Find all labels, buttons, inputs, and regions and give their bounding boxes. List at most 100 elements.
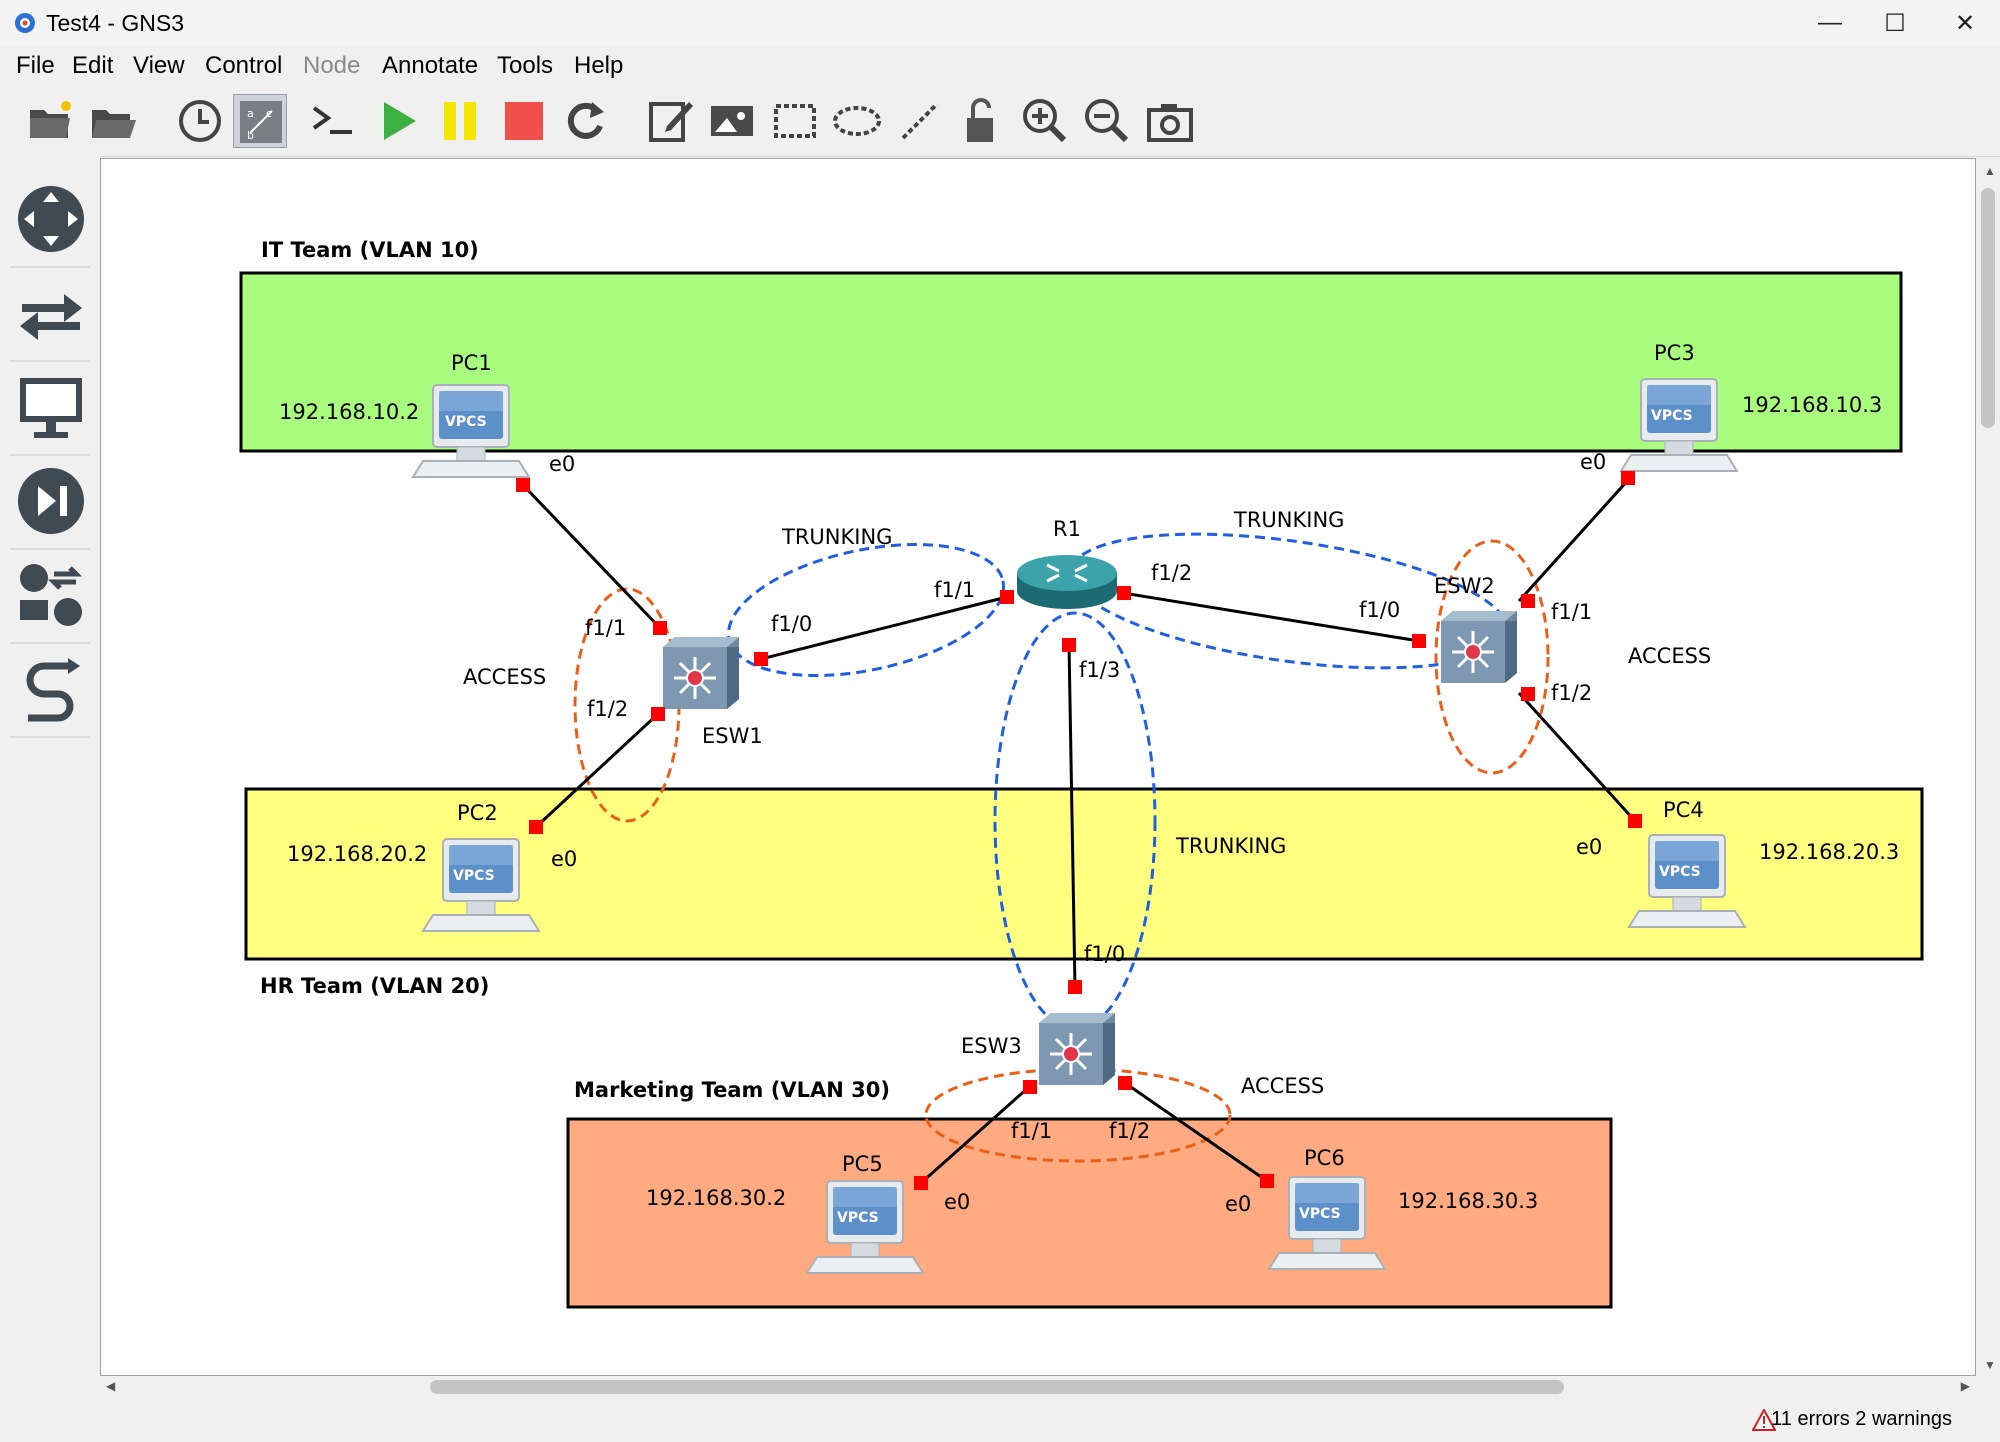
menu-edit[interactable]: Edit xyxy=(72,52,114,79)
minimize-icon: — xyxy=(1818,9,1842,36)
topology-canvas[interactable]: IT Team (VLAN 10) HR Team (VLAN 20) Mark… xyxy=(100,158,1976,1376)
new-project-icon[interactable] xyxy=(24,94,78,148)
node-pc2[interactable]: VPCS xyxy=(422,838,540,932)
zoom-out-icon[interactable] xyxy=(1080,94,1134,148)
start-all-icon[interactable] xyxy=(372,94,426,148)
port-pc6-e0[interactable] xyxy=(1260,1174,1274,1188)
menu-help[interactable]: Help xyxy=(574,52,624,79)
port-label-esw2-f1-0: f1/0 xyxy=(1359,598,1400,622)
link-pc1-esw1[interactable] xyxy=(521,483,663,631)
draw-ellipse-icon[interactable] xyxy=(830,94,884,148)
scroll-up-icon[interactable]: ▲ xyxy=(1984,164,1996,178)
port-pc5-e0[interactable] xyxy=(914,1176,928,1190)
node-esw3[interactable] xyxy=(1037,1011,1117,1087)
scroll-right-icon[interactable]: ▶ xyxy=(1960,1379,1970,1393)
snapshot-clock-icon[interactable] xyxy=(173,94,227,148)
vertical-scroll-thumb[interactable] xyxy=(1981,188,1995,428)
node-r1[interactable] xyxy=(1015,553,1119,611)
port-pc2-e0[interactable] xyxy=(529,820,543,834)
show-interface-labels-icon[interactable]: acb xyxy=(233,94,287,148)
maximize-button[interactable]: ☐ xyxy=(1860,0,1930,46)
port-esw1-f1-0[interactable] xyxy=(754,652,768,666)
node-esw2[interactable] xyxy=(1439,609,1519,685)
menu-node[interactable]: Node xyxy=(303,52,361,79)
port-esw1-f1-2[interactable] xyxy=(651,707,665,721)
menu-view[interactable]: View xyxy=(133,52,185,79)
suspend-all-icon[interactable] xyxy=(434,94,488,148)
port-r1-f1-3[interactable] xyxy=(1062,638,1076,652)
node-pc1[interactable]: VPCS xyxy=(412,384,530,478)
link-r1-esw2[interactable] xyxy=(1122,591,1420,643)
browse-switches-icon[interactable] xyxy=(14,276,88,350)
port-esw3-f1-0[interactable] xyxy=(1068,980,1082,994)
browse-all-devices-icon[interactable] xyxy=(14,558,88,632)
link-esw2-pc4[interactable] xyxy=(1517,691,1637,823)
ip-label-pc2: 192.168.20.2 xyxy=(287,842,427,866)
node-esw1[interactable] xyxy=(661,635,741,711)
zoom-in-icon[interactable] xyxy=(1018,94,1072,148)
link-pc3-esw2[interactable] xyxy=(1517,477,1631,603)
port-esw2-f1-0[interactable] xyxy=(1412,634,1426,648)
port-esw3-f1-2[interactable] xyxy=(1118,1076,1132,1090)
browse-end-devices-icon[interactable] xyxy=(14,370,88,444)
horizontal-scrollbar[interactable]: ◀ ▶ xyxy=(100,1376,1976,1398)
node-pc4[interactable]: VPCS xyxy=(1628,834,1746,928)
menu-tools[interactable]: Tools xyxy=(497,52,554,79)
port-esw2-f1-2[interactable] xyxy=(1521,687,1535,701)
title-bar: Test4 - GNS3 — ☐ ✕ xyxy=(0,0,2000,46)
warning-icon[interactable] xyxy=(1752,1409,1776,1431)
port-esw2-f1-1[interactable] xyxy=(1521,594,1535,608)
link-pc2-esw1[interactable] xyxy=(534,711,661,829)
port-r1-f1-2[interactable] xyxy=(1117,586,1131,600)
stop-all-icon[interactable] xyxy=(497,94,551,148)
insert-image-icon[interactable] xyxy=(705,94,759,148)
port-pc1-e0[interactable] xyxy=(516,478,530,492)
close-button[interactable]: ✕ xyxy=(1930,0,2000,46)
port-esw3-f1-1[interactable] xyxy=(1023,1080,1037,1094)
open-project-icon[interactable] xyxy=(86,94,140,148)
add-note-icon[interactable] xyxy=(643,94,697,148)
lock-unlock-icon[interactable] xyxy=(955,94,1009,148)
scroll-down-icon[interactable]: ▼ xyxy=(1984,1358,1996,1372)
draw-line-icon[interactable] xyxy=(893,94,947,148)
node-pc3[interactable]: VPCS xyxy=(1620,378,1738,472)
dock-separator xyxy=(10,736,90,738)
link-r1-esw3[interactable] xyxy=(1067,644,1077,988)
port-pc3-e0[interactable] xyxy=(1621,471,1635,485)
node-pc6[interactable]: VPCS xyxy=(1268,1176,1386,1270)
menu-file[interactable]: File xyxy=(16,52,55,79)
horizontal-scroll-thumb[interactable] xyxy=(430,1380,1564,1394)
zone-marketing-team[interactable] xyxy=(566,1117,1613,1309)
draw-rectangle-icon[interactable] xyxy=(768,94,822,148)
link-esw3-pc5[interactable] xyxy=(920,1085,1030,1185)
menu-control[interactable]: Control xyxy=(205,52,283,79)
status-errors-warnings[interactable]: 11 errors 2 warnings xyxy=(1771,1408,1952,1430)
zone-it-label: IT Team (VLAN 10) xyxy=(261,238,479,262)
browse-routers-icon[interactable] xyxy=(14,182,88,256)
device-dock xyxy=(0,156,100,1406)
zone-it-team[interactable] xyxy=(239,271,1903,453)
ip-label-pc1: 192.168.10.2 xyxy=(279,400,419,424)
add-link-icon[interactable] xyxy=(14,652,88,726)
node-pc5[interactable]: VPCS xyxy=(806,1180,924,1274)
link-esw1-r1[interactable] xyxy=(760,595,1008,661)
link-esw3-pc6[interactable] xyxy=(1124,1081,1268,1183)
port-label-esw3-f1-1: f1/1 xyxy=(1011,1119,1052,1143)
zone-marketing-label: Marketing Team (VLAN 30) xyxy=(574,1078,890,1102)
dock-separator xyxy=(10,642,90,644)
port-r1-f1-1[interactable] xyxy=(1000,590,1014,604)
topology-svg[interactable]: IT Team (VLAN 10) HR Team (VLAN 20) Mark… xyxy=(101,159,1975,1375)
port-label-pc6-e0: e0 xyxy=(1225,1192,1251,1216)
port-label-r1-f1-1: f1/1 xyxy=(934,578,975,602)
menu-annotate[interactable]: Annotate xyxy=(382,52,479,79)
console-all-icon[interactable] xyxy=(308,94,362,148)
port-pc4-e0[interactable] xyxy=(1628,814,1642,828)
screenshot-icon[interactable] xyxy=(1143,94,1197,148)
scroll-left-icon[interactable]: ◀ xyxy=(106,1379,116,1393)
minimize-button[interactable]: — xyxy=(1795,0,1865,46)
reload-all-icon[interactable] xyxy=(558,94,612,148)
port-label-esw3-f1-2: f1/2 xyxy=(1109,1119,1150,1143)
browse-security-devices-icon[interactable] xyxy=(14,464,88,538)
vertical-scrollbar[interactable]: ▲ ▼ xyxy=(1976,158,2000,1376)
port-esw1-f1-1[interactable] xyxy=(653,621,667,635)
